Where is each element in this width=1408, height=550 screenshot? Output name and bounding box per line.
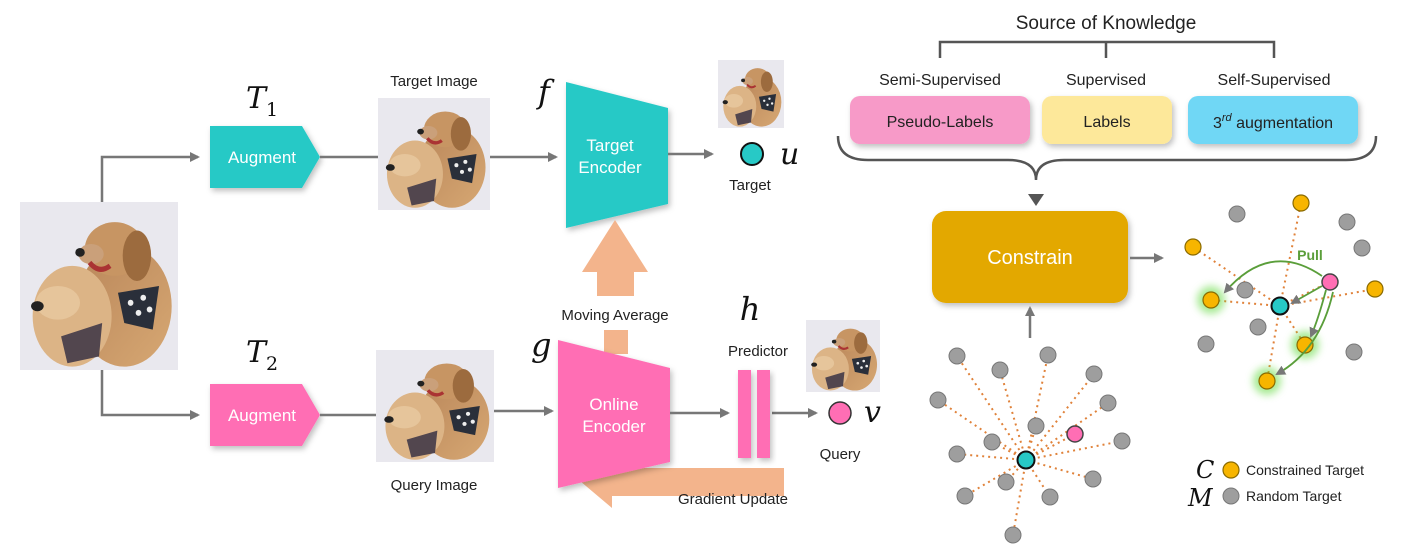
query-image-label: Query Image — [391, 477, 478, 494]
pull-label: Pull — [1297, 247, 1323, 263]
augment-to-image-lines — [320, 155, 378, 417]
augment-top-label: Augment — [228, 148, 296, 167]
constrain-block — [932, 211, 1128, 303]
predictor-label: Predictor — [728, 343, 788, 360]
pseudo-labels-box — [850, 96, 1030, 144]
legend-constrained-dot — [1222, 461, 1240, 479]
target-image — [376, 96, 492, 212]
constrained-scatter — [1184, 194, 1384, 395]
random-scatter — [929, 346, 1131, 544]
online-encoder-label-2: Encoder — [582, 417, 646, 436]
constrain-arrows — [1025, 253, 1164, 338]
online-encoder-label-1: Online — [589, 395, 638, 414]
pseudo-labels-text: Pseudo-Labels — [887, 114, 994, 131]
moving-average-arrow — [582, 220, 648, 354]
target-node-u — [740, 142, 764, 166]
brace-arrowhead — [1028, 194, 1044, 206]
augment-bottom-block — [210, 384, 320, 446]
legend-m-label: Random Target — [1246, 488, 1342, 504]
target-encoder-label-1: Target — [586, 136, 634, 155]
target-image-label: Target Image — [390, 73, 478, 90]
t1-label: T1 — [246, 81, 278, 121]
query-node-v — [828, 401, 852, 425]
h-label: h — [740, 290, 761, 328]
semi-supervised-label: Semi-Supervised — [879, 72, 1001, 89]
knowledge-bracket — [938, 40, 1276, 58]
self-supervised-label: Self-Supervised — [1218, 72, 1331, 89]
augmentation-text: 3rd augmentation — [1213, 112, 1333, 132]
v-label: v — [864, 395, 881, 430]
t2-label: T2 — [246, 335, 278, 375]
labels-text: Labels — [1083, 114, 1130, 131]
target-encoder-block — [566, 82, 668, 228]
augment-top-block — [210, 126, 320, 188]
knowledge-brace — [836, 135, 1378, 181]
constrain-label: Constrain — [987, 247, 1073, 269]
supervised-label: Supervised — [1066, 72, 1146, 89]
query-output-label: Query — [820, 446, 861, 463]
target-output-label: Target — [729, 177, 772, 194]
legend-c-symbol: C — [1196, 456, 1214, 484]
knowledge-title: Source of Knowledge — [1016, 13, 1197, 34]
augment-bottom-label: Augment — [228, 406, 296, 425]
legend: C Constrained Target M Random Target — [1187, 456, 1364, 512]
legend-m-symbol: M — [1187, 484, 1214, 512]
source-connectors — [100, 152, 200, 420]
target-encoder-label-2: Encoder — [578, 158, 642, 177]
source-dog-image — [20, 202, 178, 370]
labels-box — [1042, 96, 1172, 144]
query-image — [374, 348, 496, 464]
svg-text:T2: T2 — [246, 335, 278, 375]
f-label: f — [536, 73, 555, 111]
g-label: g — [531, 326, 551, 364]
gradient-update-label: Gradient Update — [678, 491, 788, 508]
image-to-encoder-arrows — [490, 152, 558, 416]
augmentation-box — [1188, 96, 1358, 144]
moving-average-label: Moving Average — [561, 307, 668, 324]
u-label: u — [780, 137, 799, 172]
legend-c-label: Constrained Target — [1246, 462, 1364, 478]
target-output-image — [716, 58, 786, 130]
gradient-update-arrow — [580, 454, 784, 508]
encoder-output-arrows — [668, 149, 818, 418]
predictor-block — [738, 370, 770, 458]
svg-text:T1: T1 — [246, 81, 278, 121]
online-encoder-block — [558, 340, 670, 488]
legend-random-dot — [1222, 487, 1240, 505]
query-output-image — [804, 318, 882, 394]
